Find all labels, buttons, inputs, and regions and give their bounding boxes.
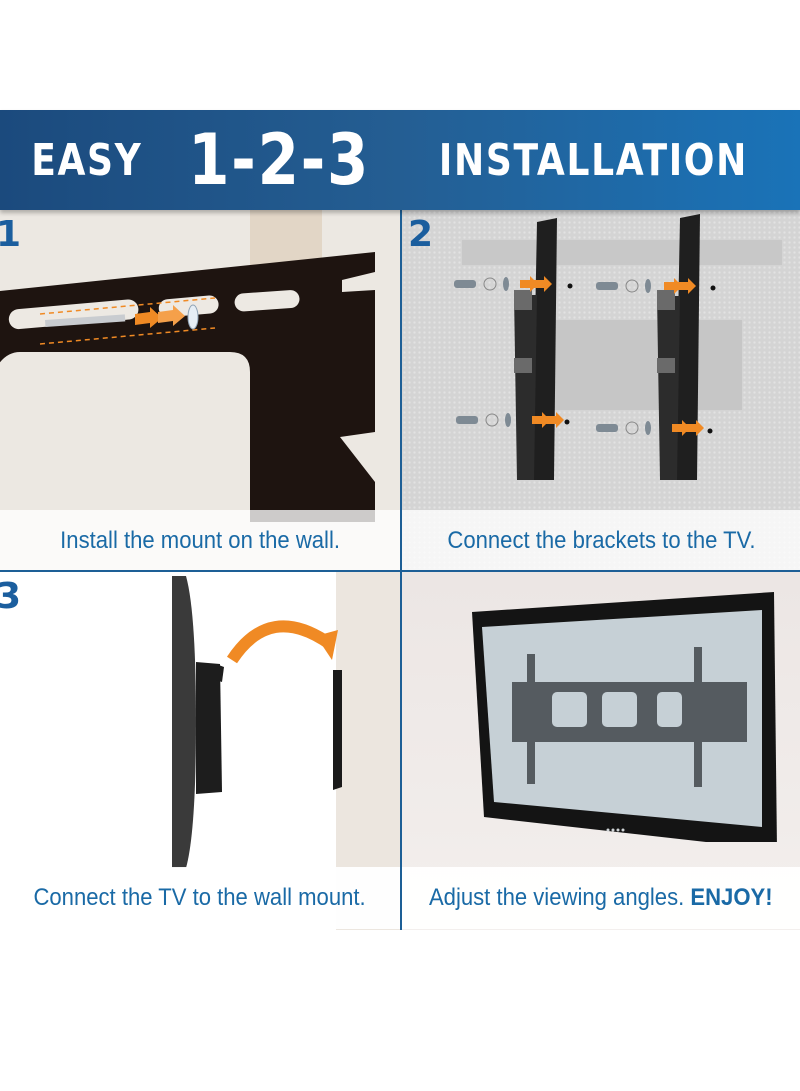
tv-hang-icon	[172, 576, 342, 868]
step-3-panel: 3 Connect the TV to the wall mount.	[0, 572, 400, 930]
caption-text: Adjust the viewing angles.	[429, 884, 685, 911]
horizontal-divider	[0, 570, 800, 572]
step-caption: Install the mount on the wall.	[60, 527, 340, 554]
wall-plate-icon	[0, 252, 375, 522]
step-caption: Connect the brackets to the TV.	[446, 527, 756, 554]
caption-bar: Connect the TV to the wall mount.	[0, 867, 400, 929]
step-number: 1	[0, 214, 22, 255]
step-1-panel: 1 Install the mount on the wall.	[0, 210, 400, 570]
step-number: 3	[0, 576, 22, 617]
tv-back-panel	[552, 320, 742, 410]
steps-grid: 1 Install the mount on the wall. 2	[0, 210, 800, 930]
banner-highlight: 1-2-3	[188, 119, 371, 201]
banner-prefix: EASY	[30, 134, 143, 186]
banner-suffix: INSTALLATION	[438, 134, 748, 186]
step-4-panel: Adjust the viewing angles. ENJOY!	[402, 572, 800, 930]
caption-bar: Install the mount on the wall.	[0, 510, 400, 570]
tv-back-bar	[462, 240, 782, 265]
wall-mounted-tv-icon	[472, 592, 777, 842]
caption-bar: Adjust the viewing angles. ENJOY!	[402, 867, 800, 929]
step-caption: Adjust the viewing angles. ENJOY!	[429, 884, 773, 912]
caption-bar: Connect the brackets to the TV.	[402, 510, 800, 570]
step-caption: Connect the TV to the wall mount.	[33, 884, 367, 911]
step-number: 2	[408, 214, 434, 255]
title-banner: EASY 1-2-3 INSTALLATION	[0, 110, 800, 210]
caption-emphasis: ENJOY!	[690, 884, 773, 911]
step-2-panel: 2	[402, 210, 800, 570]
tv-brackets-icon	[454, 214, 716, 480]
